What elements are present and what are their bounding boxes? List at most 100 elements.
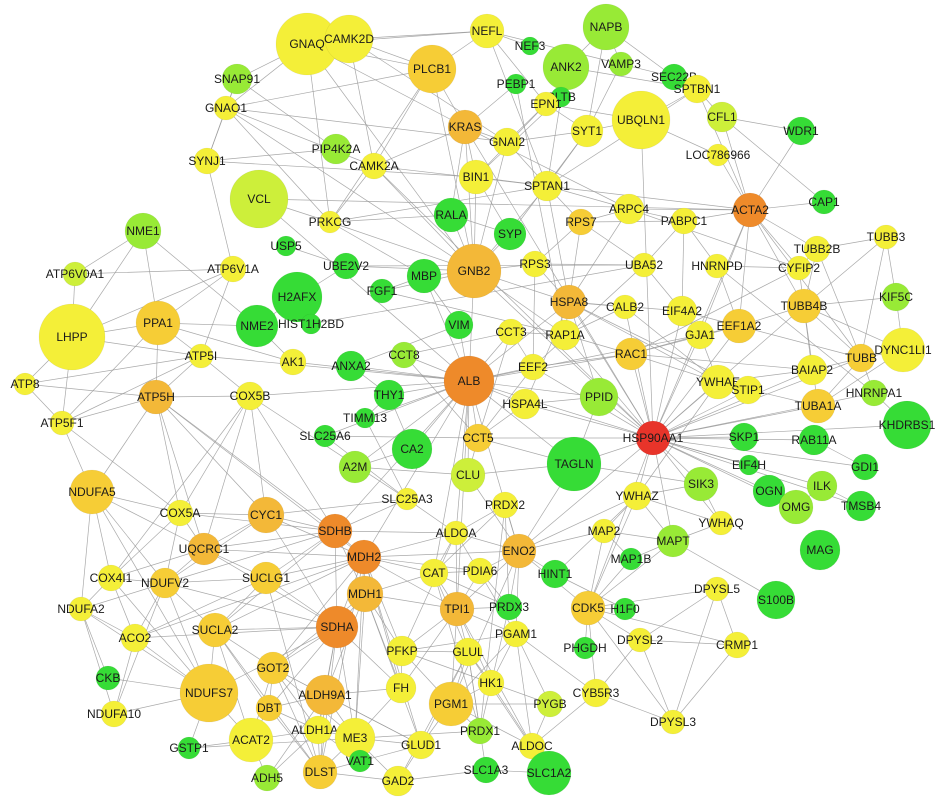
node-label-glud1: GLUD1: [401, 738, 441, 752]
edge-alb-aldoa: [455, 380, 470, 534]
node-label-anxa2: ANXA2: [331, 359, 371, 373]
node-circle-sptan1: [531, 170, 563, 202]
node-label-pip4k2a: PIP4K2A: [312, 142, 361, 156]
node-circle-atp6v0a1: [62, 261, 88, 287]
edge-dpysl5-dpysl3: [672, 588, 718, 723]
node-label-cap1: CAP1: [808, 195, 840, 209]
node-label-eif4a2: EIF4A2: [662, 304, 702, 318]
node-circle-h2afx: [271, 271, 323, 323]
node-label-aco2: ACO2: [119, 631, 152, 645]
node-circle-dpysl2: [627, 627, 653, 653]
node-ndufs7: NDUFS7: [179, 663, 239, 723]
node-ube2v2: UBE2V2: [323, 252, 369, 280]
edge-cyc1-sdha: [265, 514, 338, 628]
node-circle-alb: [443, 355, 495, 407]
node-eif4a2: EIF4A2: [662, 295, 702, 327]
node-label-tuba1a: TUBA1A: [795, 399, 842, 413]
node-cct3: CCT3: [495, 318, 527, 346]
node-circle-tubb: [846, 343, 876, 373]
edge-cox5a-cox4i1: [110, 512, 181, 579]
edge-mdh2-pdia6: [363, 556, 481, 572]
node-prkcg: PRKCG: [309, 210, 351, 234]
edge-hsp90aa1-alb: [468, 380, 654, 439]
edge-pfkp-hk1: [401, 650, 492, 684]
node-dpysl3: DPYSL3: [650, 709, 696, 735]
edge-tubb3-tubb4b: [803, 236, 887, 307]
node-slc25a3: SLC25A3: [381, 487, 433, 511]
node-circle-clu: [450, 457, 486, 493]
node-atp8: ATP8: [10, 372, 40, 396]
node-circle-ndufa2: [68, 596, 94, 622]
node-vamp3: VAMP3: [601, 51, 641, 77]
node-cyb5r3: CYB5R3: [573, 678, 620, 708]
node-label-fh: FH: [393, 681, 409, 695]
node-mdh2: MDH2: [346, 539, 381, 575]
node-label-hnrnpd: HNRNPD: [691, 259, 743, 273]
edge-hsp90aa1-calb2: [624, 306, 654, 439]
node-circle-kif5c: [881, 282, 911, 312]
node-phgdh: PHGDH: [563, 636, 607, 660]
node-label-rap1a: RAP1A: [545, 328, 584, 342]
node-circle-sdha: [315, 605, 359, 649]
node-circle-pfkp: [386, 635, 418, 667]
node-uqcrc1: UQCRC1: [179, 532, 230, 566]
node-circle-rab11a: [798, 424, 830, 456]
node-circle-timm13: [354, 407, 376, 429]
node-circle-cct5: [463, 423, 493, 453]
node-cyfip2: CYFIP2: [778, 255, 820, 281]
edge-mdh1-me3: [354, 593, 366, 739]
node-circle-acta2: [732, 192, 768, 228]
edge-atp5h-cox5a: [155, 396, 181, 514]
node-circle-prkcg: [318, 210, 342, 234]
node-label-wdr1: WDR1: [783, 124, 819, 138]
node-circle-ogn: [752, 474, 786, 508]
node-circle-gdi1: [851, 453, 879, 481]
edge-alb-slc25a6: [324, 380, 470, 437]
node-sec22b: SEC22B: [651, 63, 697, 91]
node-circle-uqcrc1: [187, 532, 221, 566]
node-sdhb: SDHB: [317, 513, 353, 549]
edge-cat-prdx2: [433, 504, 506, 574]
node-gnai2: GNAI2: [489, 127, 525, 157]
node-circle-epn1: [533, 91, 559, 117]
edge-pabpc1-eif4a2: [681, 220, 685, 312]
edge-nefl-sptan1: [486, 30, 548, 187]
edge-ndufa2-ckb: [80, 608, 109, 679]
node-sptbn1: SPTBN1: [674, 74, 721, 104]
node-label-hspa8: HSPA8: [550, 295, 589, 309]
node-aldh9a1: ALDH9A1: [298, 674, 352, 716]
node-circle-hspa4l: [509, 388, 541, 420]
edge-dpysl2-dpysl3: [639, 639, 674, 723]
node-circle-acat2: [228, 717, 274, 763]
node-label-ubqln1: UBQLN1: [617, 113, 665, 127]
edge-rps3-eef2: [532, 263, 536, 368]
node-circle-vamp3: [608, 51, 634, 77]
node-ppid: PPID: [579, 377, 619, 417]
node-circle-hint1: [540, 559, 570, 589]
node-cox5a: COX5A: [160, 499, 200, 527]
node-ca2: CA2: [391, 428, 433, 470]
node-label-vamp3: VAMP3: [601, 57, 641, 71]
node-label-vat1: VAT1: [346, 754, 375, 768]
node-hsp90aa1: HSP90AA1: [623, 420, 684, 456]
node-label-gdi1: GDI1: [851, 460, 879, 474]
node-circle-slc25a3: [395, 487, 419, 511]
edge-ywhae-ywhaz: [636, 381, 719, 497]
node-circle-suclg1: [249, 561, 283, 595]
edge-prdx1-prdx3: [479, 606, 510, 732]
node-rab11a: RAB11A: [791, 424, 837, 456]
node-pgam1: PGAM1: [495, 620, 537, 648]
node-label-cct5: CCT5: [462, 431, 494, 445]
node-cox4i1: COX4I1: [90, 564, 133, 592]
node-label-phgdh: PHGDH: [563, 641, 606, 655]
node-ywhaq: YWHAQ: [698, 510, 744, 536]
node-circle-cox4i1: [97, 564, 125, 592]
node-circle-sdhb: [317, 513, 353, 549]
node-label-uba52: UBA52: [625, 258, 663, 272]
node-plcb1: PLCB1: [407, 44, 457, 94]
node-circle-ckb: [95, 665, 121, 691]
node-label-dpysl2: DPYSL2: [617, 633, 663, 647]
node-tpi1: TPI1: [439, 591, 475, 627]
edge-ndufa5-ndufs7: [91, 491, 210, 694]
